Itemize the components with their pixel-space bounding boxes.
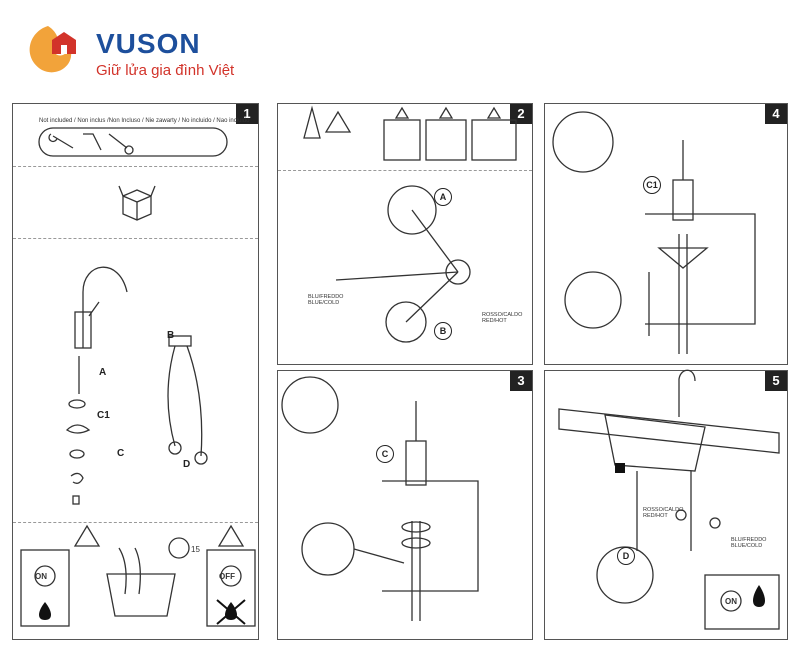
water-on-box [20, 549, 70, 627]
panel-5: 5 D ROSSO/CALDO RED/HOT BLU/FREDDO BLUE/… [544, 369, 788, 640]
panel-number: 2 [510, 104, 532, 124]
on-label: ON [35, 572, 47, 581]
panel-2: 2 A B BLU/FREDDO BLUE/COLD ROSSO/CALDO R… [277, 103, 533, 365]
panel-number: 5 [765, 371, 787, 391]
flex-hoses-illustration [167, 335, 208, 465]
off-label: OFF [219, 572, 235, 581]
mounting-illustration [281, 376, 479, 621]
callout-d: D [617, 547, 635, 565]
hose-connection-illustration [335, 185, 471, 343]
wrench-icon [48, 133, 74, 149]
part-label-c1: C1 [97, 410, 110, 421]
hex-key-icon [83, 133, 102, 151]
panel-number: 3 [510, 371, 532, 391]
water-off-box [206, 524, 256, 627]
callout-c1: C1 [643, 176, 661, 194]
part-label-b: B [167, 330, 175, 341]
part-label-c: C [117, 448, 125, 459]
callout-a: A [434, 188, 452, 206]
tools-not-included-illustration [38, 127, 228, 157]
cold-label: BLU/FREDDO BLUE/COLD [308, 294, 344, 306]
callout-c: C [376, 445, 394, 463]
not-included-text: Not included / Non inclus /Non Incluso /… [39, 118, 250, 124]
panel-4: 4 C1 [544, 103, 788, 365]
faucet-illustration [74, 266, 128, 349]
brand-tagline: Giữ lửa gia đình Việt [96, 62, 235, 79]
rod-part [78, 356, 80, 394]
sink-install-illustration [558, 369, 780, 630]
on-label: ON [725, 597, 737, 606]
warning-row [303, 105, 517, 161]
panel-number: 1 [236, 104, 258, 124]
small-parts-illustration [65, 399, 91, 505]
bucket-flush-illustration [73, 524, 190, 617]
cold-label: BLU/FREDDO BLUE/COLD [731, 537, 767, 549]
screwdriver-icon [108, 133, 134, 155]
brand-name: VUSON [96, 28, 201, 59]
callout-b: B [434, 322, 452, 340]
panel-number: 4 [765, 104, 787, 124]
tightening-illustration [552, 111, 756, 354]
hot-label: ROSSO/CALDO RED/HOT [482, 312, 523, 324]
box-icon [118, 185, 156, 221]
flame-house-icon [29, 26, 76, 73]
panel-3: 3 C [277, 370, 533, 640]
timer-label: 15 [191, 545, 200, 554]
part-label-d: D [183, 459, 191, 470]
panel-1: 1 Not included / Non inclus /Non Incluso… [12, 103, 259, 640]
brand-logo [18, 18, 278, 88]
hot-label: ROSSO/CALDO RED/HOT [643, 507, 684, 519]
part-label-a: A [99, 367, 107, 378]
